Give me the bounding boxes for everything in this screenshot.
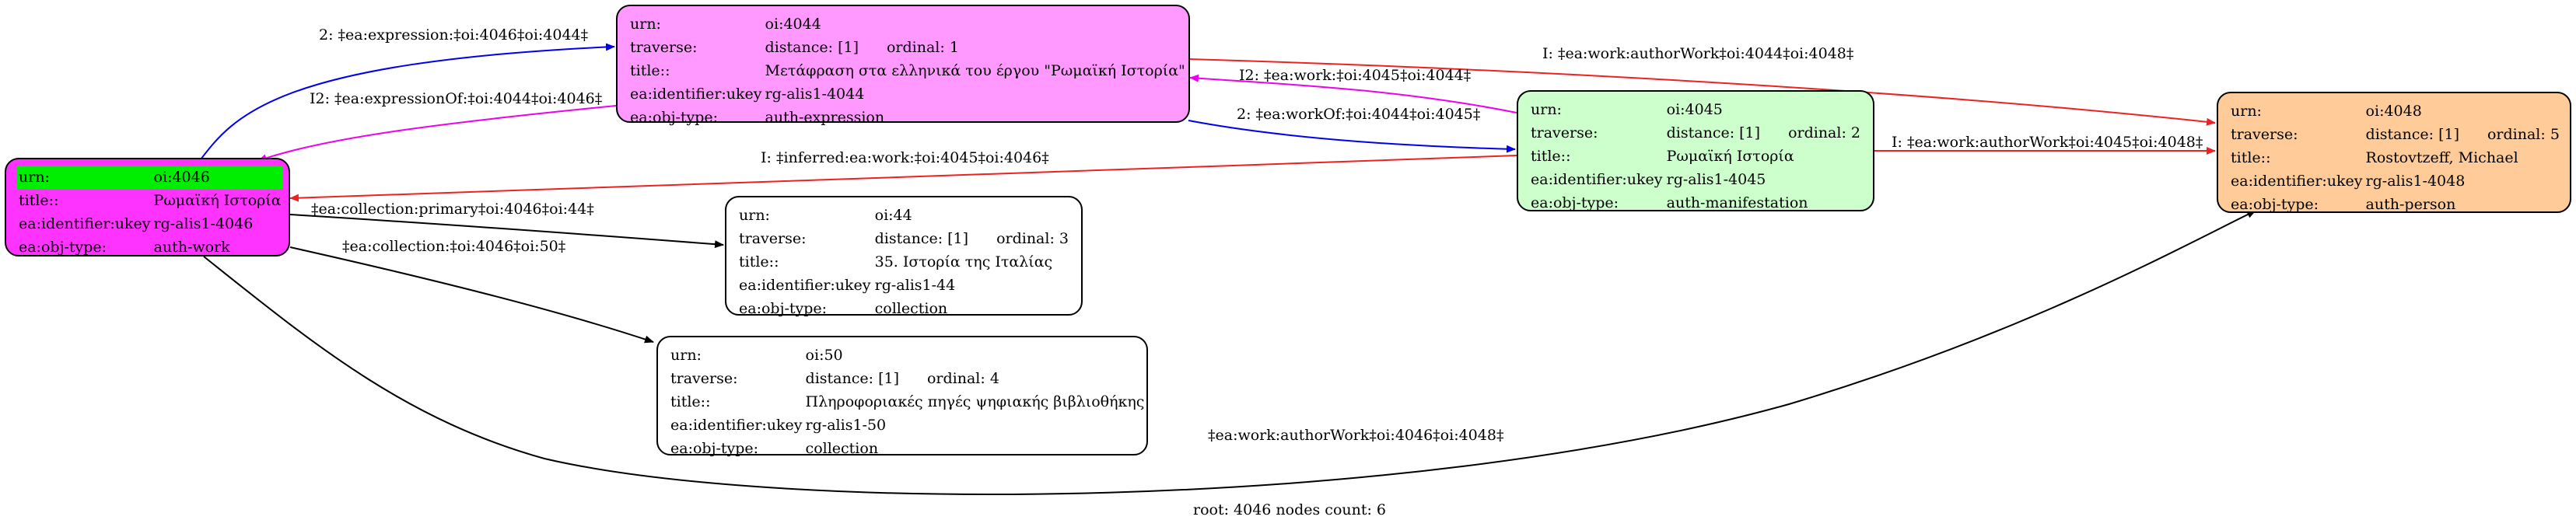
title-label: title:: <box>19 192 59 209</box>
edge-inferred-work-4045-4046 <box>289 155 1517 202</box>
distance-value: distance: [1] <box>874 230 969 247</box>
urn-label: urn: <box>670 347 702 364</box>
distance-value: distance: [1] <box>2365 126 2459 143</box>
type-label: ea:obj-type: <box>1531 194 1619 211</box>
ukey-label: ea:identifier:ukey <box>630 86 762 103</box>
distance-value: distance: [1] <box>805 370 899 387</box>
type-value: auth-person <box>2365 196 2456 213</box>
ukey-label: ea:identifier:ukey <box>2231 173 2363 190</box>
distance-value: distance: [1] <box>765 39 859 56</box>
edge-label: I: ‡ea:work:authorWork‡oi:4044‡oi:4048‡ <box>1542 45 1854 62</box>
edge-authorwork-4044-4048 <box>1188 58 2216 126</box>
edge-label: ‡ea:collection:‡oi:4046‡oi:50‡ <box>342 238 566 255</box>
ukey-label: ea:identifier:ukey <box>670 417 803 434</box>
type-label: ea:obj-type: <box>2231 196 2319 213</box>
ukey-value: rg-alis1-4045 <box>1666 171 1766 188</box>
edge-authorwork-4046-4048 <box>203 210 2256 495</box>
edge-label: ‡ea:work:authorWork‡oi:4046‡oi:4048‡ <box>1208 427 1504 444</box>
title-label: title:: <box>739 253 779 270</box>
ordinal-value: ordinal: 5 <box>2487 126 2560 143</box>
edge-label: I2: ‡ea:expressionOf:‡oi:4044‡oi:4046‡ <box>310 90 603 107</box>
urn-value: oi:50 <box>805 347 843 364</box>
node-oi-4046[interactable]: urn: oi:4046 title::Ρωμαϊκή Ιστορία ea:id… <box>5 158 290 257</box>
urn-label: urn: <box>19 169 50 186</box>
ukey-value: rg-alis1-50 <box>805 417 887 434</box>
urn-value: oi:4046 <box>153 169 210 186</box>
traverse-label: traverse: <box>670 370 738 387</box>
node-oi-4045[interactable]: urn: oi:4045 traverse: distance: [1] ordina… <box>1517 90 1874 211</box>
urn-value: oi:4045 <box>1666 101 1723 118</box>
edge-label: I2: ‡ea:work:‡oi:4045‡oi:4044‡ <box>1239 67 1472 84</box>
type-value: auth-work <box>153 239 230 256</box>
edge-collection-4046-50 <box>289 246 654 344</box>
node-oi-50[interactable]: urn: oi:50 traverse: distance: [1] ordinal:… <box>656 336 1148 457</box>
edge-label: ‡ea:collection:primary‡oi:4046‡oi:44‡ <box>311 201 594 218</box>
root-highlight-row: urn: oi:4046 <box>17 166 283 189</box>
node-oi-4044[interactable]: urn: oi:4044 traverse: distance: [1] ordina… <box>616 5 1190 126</box>
type-label: ea:obj-type: <box>739 300 828 317</box>
title-label: title:: <box>1531 148 1571 165</box>
traverse-label: traverse: <box>739 230 807 247</box>
title-label: title:: <box>670 393 711 410</box>
ukey-label: ea:identifier:ukey <box>739 277 871 294</box>
title-value: Μετάφραση στα ελληνικά του έργου "Ρωμαϊκ… <box>765 62 1185 79</box>
title-label: title:: <box>630 62 670 79</box>
type-value: collection <box>805 440 879 457</box>
ukey-value: rg-alis1-44 <box>874 277 956 294</box>
urn-label: urn: <box>2231 103 2262 120</box>
title-value: 35. Ιστορία της Ιταλίας <box>874 253 1053 270</box>
urn-value: oi:44 <box>874 207 912 224</box>
edge-collection-primary-4046-44 <box>289 214 724 249</box>
ukey-value: rg-alis1-4046 <box>153 215 254 232</box>
title-value: Ρωμαϊκή Ιστορία <box>1666 148 1794 165</box>
ukey-label: ea:identifier:ukey <box>1531 171 1663 188</box>
edge-workof-4044-4045 <box>1188 120 1516 153</box>
ukey-label: ea:identifier:ukey <box>19 215 151 232</box>
edge-label: 2: ‡ea:workOf:‡oi:4044‡oi:4045‡ <box>1237 106 1481 123</box>
type-value: auth-expression <box>765 109 885 126</box>
ordinal-value: ordinal: 3 <box>996 230 1069 247</box>
distance-value: distance: [1] <box>1666 124 1761 141</box>
ukey-value: rg-alis1-4044 <box>765 86 865 103</box>
type-label: ea:obj-type: <box>19 239 107 256</box>
urn-value: oi:4048 <box>2365 103 2422 120</box>
type-value: collection <box>874 300 948 317</box>
traverse-label: traverse: <box>1531 124 1598 141</box>
title-value: Πληροφοριακές πηγές ψηφιακής βιβλιοθήκης <box>805 393 1145 410</box>
node-oi-44[interactable]: urn: oi:44 traverse: distance: [1] ordinal:… <box>725 196 1083 317</box>
ukey-value: rg-alis1-4048 <box>2365 173 2466 190</box>
edge-work-4045-4044 <box>1189 74 1517 113</box>
title-value: Rostovtzeff, Michael <box>2365 149 2518 166</box>
node-oi-4048[interactable]: urn: oi:4048 traverse: distance: [1] ordina… <box>2217 92 2571 213</box>
edge-expression-4046-4044 <box>198 43 615 163</box>
urn-value: oi:4044 <box>765 16 821 33</box>
edge-expressionof-4044-4046 <box>257 105 617 162</box>
title-value: Ρωμαϊκή Ιστορία <box>153 192 282 209</box>
type-label: ea:obj-type: <box>670 440 759 457</box>
ordinal-value: ordinal: 4 <box>926 370 999 387</box>
urn-label: urn: <box>630 16 661 33</box>
urn-label: urn: <box>739 207 770 224</box>
ordinal-value: ordinal: 2 <box>1788 124 1860 141</box>
type-value: auth-manifestation <box>1666 194 1808 211</box>
edge-label: I: ‡inferred:ea:work:‡oi:4045‡oi:4046‡ <box>761 149 1049 166</box>
traverse-label: traverse: <box>630 39 698 56</box>
traverse-label: traverse: <box>2231 126 2298 143</box>
graph-footer: root: 4046 nodes count: 6 <box>1193 501 1387 518</box>
edge-label: I: ‡ea:work:authorWork‡oi:4045‡oi:4048‡ <box>1892 134 2203 151</box>
type-label: ea:obj-type: <box>630 109 719 126</box>
title-label: title:: <box>2231 149 2271 166</box>
ordinal-value: ordinal: 1 <box>886 39 959 56</box>
urn-label: urn: <box>1531 101 1562 118</box>
edge-label: 2: ‡ea:expression:‡oi:4046‡oi:4044‡ <box>319 26 589 44</box>
